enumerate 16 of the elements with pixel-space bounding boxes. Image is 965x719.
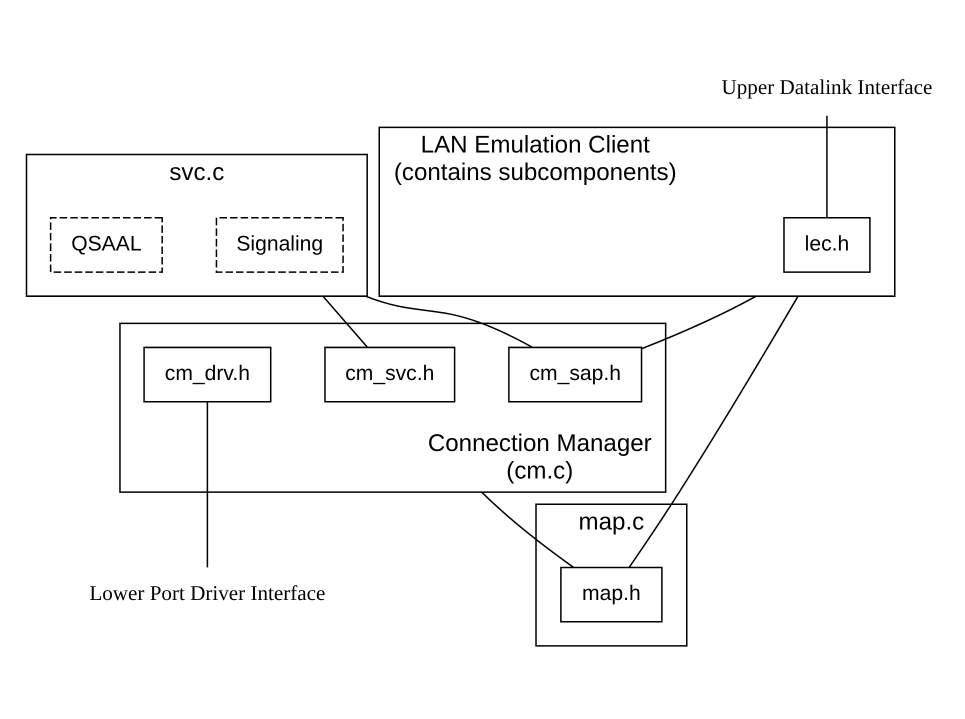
connector [206, 402, 208, 568]
connector [365, 295, 533, 348]
node-box: cm_drv.h [143, 346, 272, 402]
node-box: cm_sap.h [508, 346, 642, 402]
connector [322, 296, 368, 348]
node-text: Upper Datalink Interface [722, 74, 932, 99]
node-text: Lower Port Driver Interface [89, 581, 326, 606]
connector [826, 116, 828, 218]
node-box: map.h [560, 566, 663, 623]
connector [628, 296, 799, 568]
node-box: QSAAL [50, 217, 163, 273]
connector [481, 492, 574, 568]
connector [641, 296, 756, 350]
node-box: Signaling [216, 217, 344, 273]
node-box: lec.h [783, 217, 871, 273]
node-box: cm_svc.h [324, 346, 456, 402]
